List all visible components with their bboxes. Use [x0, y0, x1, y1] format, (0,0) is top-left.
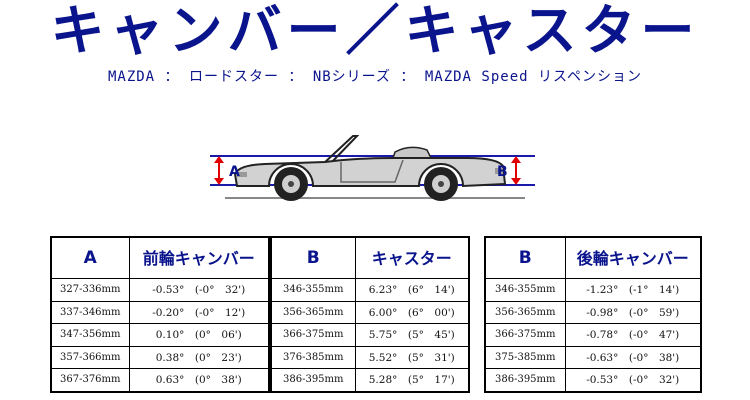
range-cell: 367-376mm [50, 368, 130, 392]
range-cell: 356-365mm [484, 300, 566, 324]
range-cell: 376-385mm [270, 345, 356, 369]
range-cell: 346-355mm [270, 278, 356, 302]
range-cell: 366-375mm [484, 323, 566, 347]
table-row: 356-365mm 6.00° (6° 00') [270, 300, 470, 324]
range-cell: 337-346mm [50, 300, 130, 324]
value-cell: -0.20° (-0° 12') [128, 300, 270, 324]
value-cell: 5.52° (5° 31') [354, 345, 470, 369]
car-diagram: A B [205, 118, 535, 206]
table-header-row: A 前輪キャンバー [50, 236, 270, 279]
value-cell: -0.53° (-0° 32') [564, 368, 702, 392]
value-cell: -0.63° (-0° 38') [564, 345, 702, 369]
table-row: 367-376mm 0.63° (0° 38') [50, 368, 270, 392]
table-row: 386-395mm 5.28° (5° 17') [270, 368, 470, 392]
page-subtitle: MAZDA ： ロードスター ： NBシリーズ ： MAZDA Speed リス… [107, 69, 643, 85]
label-a: A [229, 164, 240, 180]
table-row: 375-385mm -0.63° (-0° 38') [484, 345, 702, 369]
range-cell: 357-366mm [50, 345, 130, 369]
range-cell: 386-395mm [484, 368, 566, 392]
car-side-view-illustration: A B [210, 135, 535, 201]
table-row: 347-356mm 0.10° (0° 06') [50, 323, 270, 347]
table-row: 327-336mm -0.53° (-0° 32') [50, 278, 270, 302]
range-cell: 356-365mm [270, 300, 356, 324]
table-header-row: B 後輪キャンバー [484, 236, 702, 279]
arrow-a-icon [214, 156, 224, 185]
range-cell: 375-385mm [484, 345, 566, 369]
table-header-row: B キャスター [270, 236, 470, 279]
table-row: 376-385mm 5.52° (5° 31') [270, 345, 470, 369]
table-row: 346-355mm -1.23° (-1° 14') [484, 278, 702, 302]
value-cell: -0.78° (-0° 47') [564, 323, 702, 347]
range-cell: 366-375mm [270, 323, 356, 347]
label-b: B [497, 164, 508, 180]
range-cell: 346-355mm [484, 278, 566, 302]
value-cell: -1.23° (-1° 14') [564, 278, 702, 302]
value-cell: 6.23° (6° 14') [354, 278, 470, 302]
arrow-b-icon [511, 156, 521, 185]
table-row: 386-395mm -0.53° (-0° 32') [484, 368, 702, 392]
range-cell: 327-336mm [50, 278, 130, 302]
table-row: 357-366mm 0.38° (0° 23') [50, 345, 270, 369]
value-cell: 0.38° (0° 23') [128, 345, 270, 369]
front-camber-table: A 前輪キャンバー 327-336mm -0.53° (-0° 32') 337… [50, 236, 270, 393]
caster-table: B キャスター 346-355mm 6.23° (6° 14') 356-365… [270, 236, 470, 393]
range-cell: 386-395mm [270, 368, 356, 392]
table-row: 366-375mm -0.78° (-0° 47') [484, 323, 702, 347]
value-cell: 6.00° (6° 00') [354, 300, 470, 324]
value-cell: 5.28° (5° 17') [354, 368, 470, 392]
table-row: 346-355mm 6.23° (6° 14') [270, 278, 470, 302]
column-header-b: B [484, 236, 566, 279]
value-cell: 0.10° (0° 06') [128, 323, 270, 347]
value-cell: -0.53° (-0° 32') [128, 278, 270, 302]
table-row: 337-346mm -0.20° (-0° 12') [50, 300, 270, 324]
range-cell: 347-356mm [50, 323, 130, 347]
value-cell: 5.75° (5° 45') [354, 323, 470, 347]
column-header-b: B [270, 236, 356, 279]
column-header-rear-camber: 後輪キャンバー [564, 236, 702, 279]
table-row: 356-365mm -0.98° (-0° 59') [484, 300, 702, 324]
page-title: キャンバー／キャスター [50, 0, 700, 62]
rear-camber-table: B 後輪キャンバー 346-355mm -1.23° (-1° 14') 356… [484, 236, 702, 393]
table-row: 366-375mm 5.75° (5° 45') [270, 323, 470, 347]
column-header-front-camber: 前輪キャンバー [128, 236, 270, 279]
column-header-a: A [50, 236, 130, 279]
value-cell: -0.98° (-0° 59') [564, 300, 702, 324]
column-header-caster: キャスター [354, 236, 470, 279]
value-cell: 0.63° (0° 38') [128, 368, 270, 392]
